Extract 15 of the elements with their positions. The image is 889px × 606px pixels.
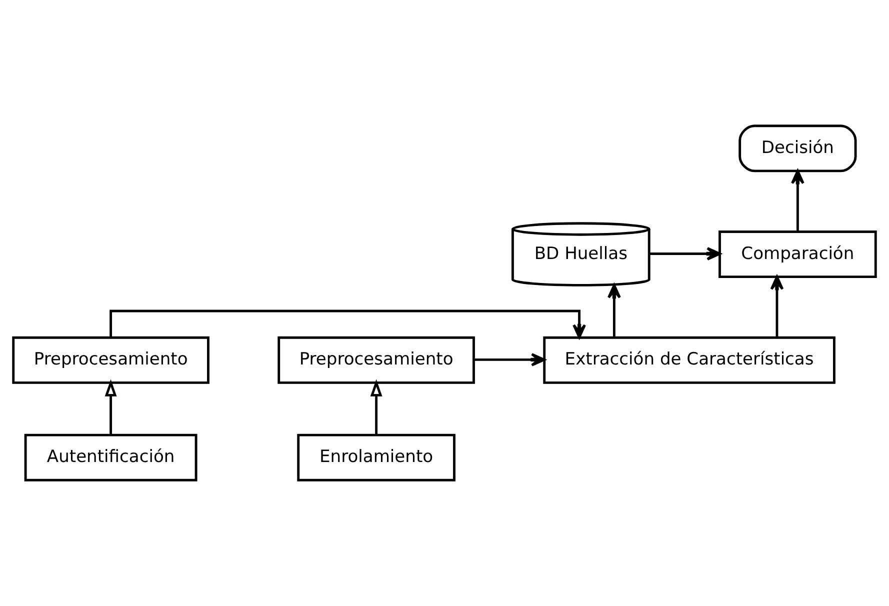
arrow bbox=[110, 310, 586, 339]
node-box: Comparación bbox=[718, 230, 877, 278]
node-box: Autentificación bbox=[24, 434, 198, 482]
node-box: Preprocesamiento bbox=[12, 336, 210, 384]
arrow bbox=[790, 170, 804, 232]
arrow bbox=[607, 284, 621, 338]
node-box: Decisión bbox=[738, 124, 857, 172]
arrow bbox=[650, 247, 721, 260]
arrow bbox=[474, 353, 546, 366]
arrow bbox=[370, 379, 382, 435]
arrow bbox=[104, 379, 117, 435]
arrow bbox=[770, 276, 784, 338]
node-box: Extracción de Características bbox=[543, 336, 836, 384]
node-box: Enrolamiento bbox=[297, 434, 456, 482]
node-box: Preprocesamiento bbox=[278, 336, 475, 384]
